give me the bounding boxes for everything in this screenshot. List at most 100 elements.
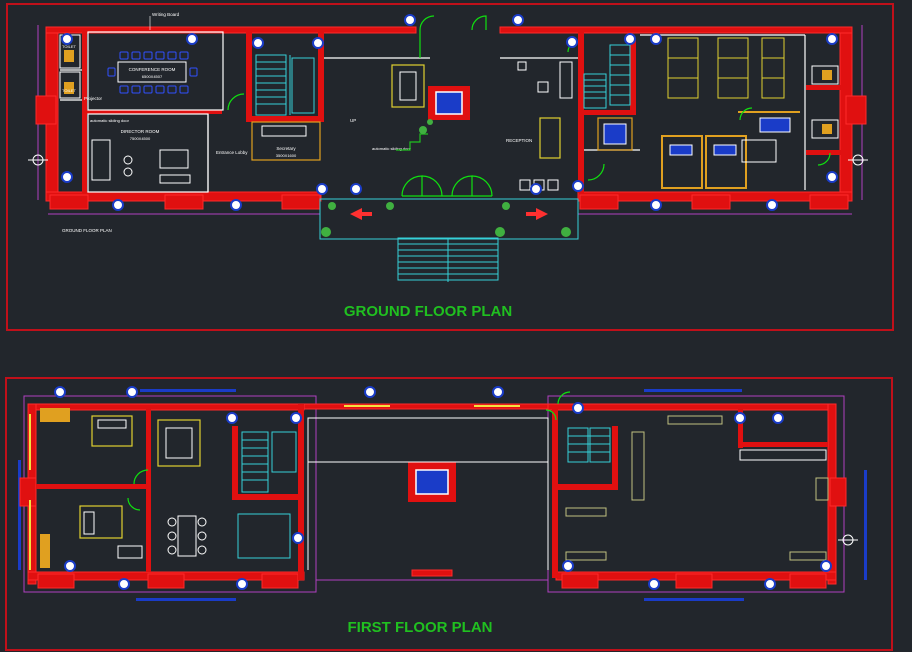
secretary-dimension: 3500X1600 [276,153,297,158]
conference-table [117,61,187,83]
waiting-chair [547,179,559,191]
conference-room-dimension: 6500X4507 [142,74,163,79]
toilet-label: TOILET [62,44,76,49]
director-desk [91,139,111,181]
section-marker [28,154,868,166]
staircase [241,427,611,493]
secretary-desk [261,125,307,137]
plant [427,119,433,125]
sheet-caption: GROUND FLOOR PLAN [62,228,112,233]
sofa-inner [165,427,193,459]
bed-pillow [97,419,127,429]
chair [123,155,133,165]
workstations [667,37,785,99]
water-feature-inner [435,91,463,115]
waiting-chair [559,61,573,99]
cabin-desk [713,144,737,156]
first-floor-title: FIRST FLOOR PLAN [348,619,493,636]
writing-board-label: Writing Board [152,12,180,17]
ground-floor-title: GROUND FLOOR PLAN [344,303,512,320]
section-marker [838,534,858,546]
doors [127,391,571,511]
auto-door-label: automatic sliding door [372,146,412,151]
dining-chair [197,531,207,541]
kitchen-counter [237,513,291,559]
bedroom-furniture [40,408,143,568]
toilet-fixture [64,50,74,62]
outer-walls [19,403,847,589]
wardrobe [117,545,143,559]
toilet-fixture [40,408,70,422]
bed [91,415,133,447]
lift-shaft [291,57,315,114]
doors [227,15,831,197]
ground-floor-plan: TOILET TOILET Projector CONFERENCE ROOM … [6,3,894,331]
director-sofa [159,149,189,169]
cabin-desk [741,139,777,163]
central-lobby: UP automatic sliding door [350,64,470,151]
director-room-label: DIRECTOR ROOM [121,129,160,134]
waiting-chair [519,179,531,191]
director-room-dimension: 7500X4500 [130,136,151,141]
drop-off-arrows [350,208,548,220]
projector-label: Projector [84,96,103,101]
landscape-plants [321,202,571,237]
waiting-chair [517,61,527,71]
office-area [583,37,839,189]
plant [419,126,427,134]
director-room: DIRECTOR ROOM 7500X4500 automatic slidin… [90,118,191,184]
meeting-table-top [603,123,627,145]
dining-table [177,515,197,557]
toilet-fixture [822,124,832,134]
open-hall-outlines [565,415,829,561]
toilet-fixture [811,119,839,139]
first-floor-plan: FIRST FLOOR PLAN [5,377,893,651]
meeting-table [597,117,633,151]
lounge-sofa [391,64,425,108]
interior-walls [36,404,828,580]
first-floor-frame [5,377,893,651]
cabin-desk [669,144,693,156]
chair [123,167,133,177]
windows [29,405,520,570]
partitions [307,417,827,570]
ground-floor-frame [6,3,894,331]
sideboard [159,174,191,184]
staircase [583,44,631,109]
up-label: UP [350,118,356,123]
entrance-lobby-label: Entrance Lobby [216,150,248,155]
forecourt [319,198,579,240]
partitions [60,31,806,193]
toilet-fixture [822,70,832,80]
living-dining [157,419,291,559]
secretary-cabin [251,121,321,161]
columns [54,386,832,590]
bed-pillow [83,511,95,535]
auto-door-label: automatic sliding door [90,118,130,123]
reception-label: RECEPTION [506,138,532,143]
toilet-fixture [811,65,839,85]
toilet-fixture [64,82,74,94]
dining-chair [167,517,177,527]
conference-room: CONFERENCE ROOM 6500X4507 Writing Board [107,12,198,94]
toilet-fixture [40,534,50,568]
waiting-chair [537,81,549,93]
toilet-label: TOILET [62,88,76,93]
office-desk [759,117,791,133]
secretary-label: Secretary [276,146,296,151]
dining-chair [197,545,207,555]
conference-chairs [107,51,198,94]
bed [79,505,123,539]
toilet-block: TOILET TOILET Projector [59,34,103,101]
reception-desk [539,117,561,159]
reception: RECEPTION [506,61,573,191]
interior-walls [82,30,844,193]
water-feature-inner [415,469,449,495]
entrance-lobby: Entrance Lobby Secretary 3500X1600 [216,54,321,161]
conference-room-label: CONFERENCE ROOM [129,67,176,72]
dining-chair [167,545,177,555]
staircase [255,54,291,116]
outer-walls [35,26,867,210]
entrance-steps [397,237,499,282]
